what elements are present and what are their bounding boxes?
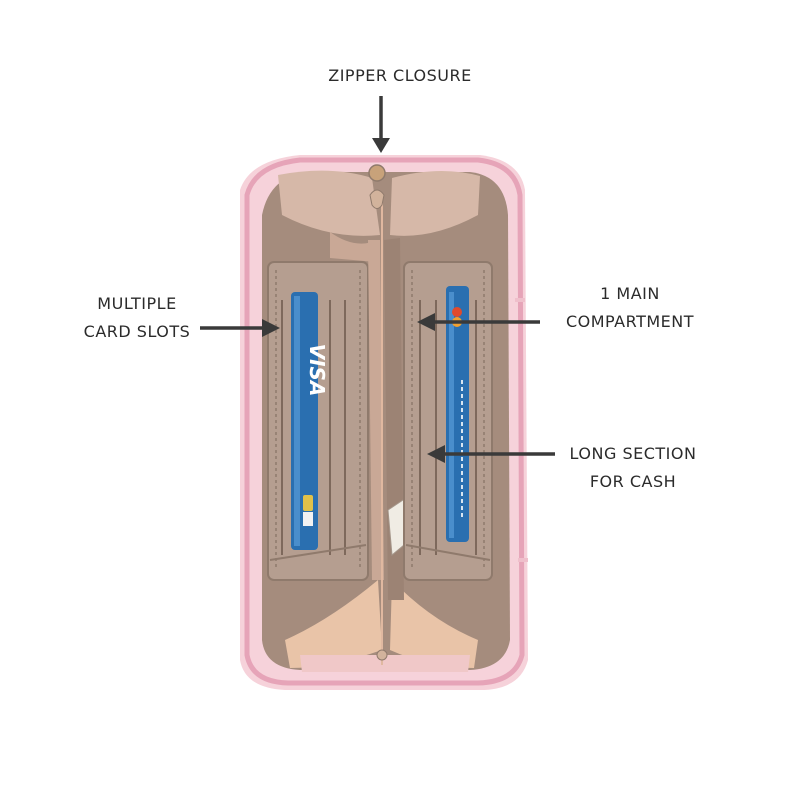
- callout-main-line-2: COMPARTMENT: [565, 312, 695, 331]
- cards-arrow: [200, 319, 280, 337]
- callout-cash-line-2: FOR CASH: [589, 472, 677, 491]
- callout-cards-line-1: MULTIPLE: [97, 294, 177, 313]
- callout-zipper-line-1: ZIPPER CLOSURE: [328, 66, 472, 85]
- visa-card: VISA: [291, 292, 329, 550]
- callout-card-slots: MULTIPLE CARD SLOTS: [52, 290, 222, 346]
- callout-cards-line-2: CARD SLOTS: [83, 322, 191, 341]
- main-compartment: [368, 164, 411, 665]
- callout-main-compartment: 1 MAIN COMPARTMENT: [540, 280, 720, 336]
- zipper-arrow: [372, 96, 390, 153]
- bank-card: [446, 286, 469, 542]
- arrows: [200, 96, 555, 463]
- callout-cash-line-1: LONG SECTION: [569, 444, 697, 463]
- callout-zipper-closure: ZIPPER CLOSURE: [0, 62, 800, 90]
- callout-cash-section: LONG SECTION FOR CASH: [548, 440, 718, 496]
- main-arrow: [417, 313, 540, 331]
- cash-arrow: [427, 445, 555, 463]
- card-brand-text: VISA: [305, 344, 329, 397]
- callout-main-line-1: 1 MAIN: [600, 284, 660, 303]
